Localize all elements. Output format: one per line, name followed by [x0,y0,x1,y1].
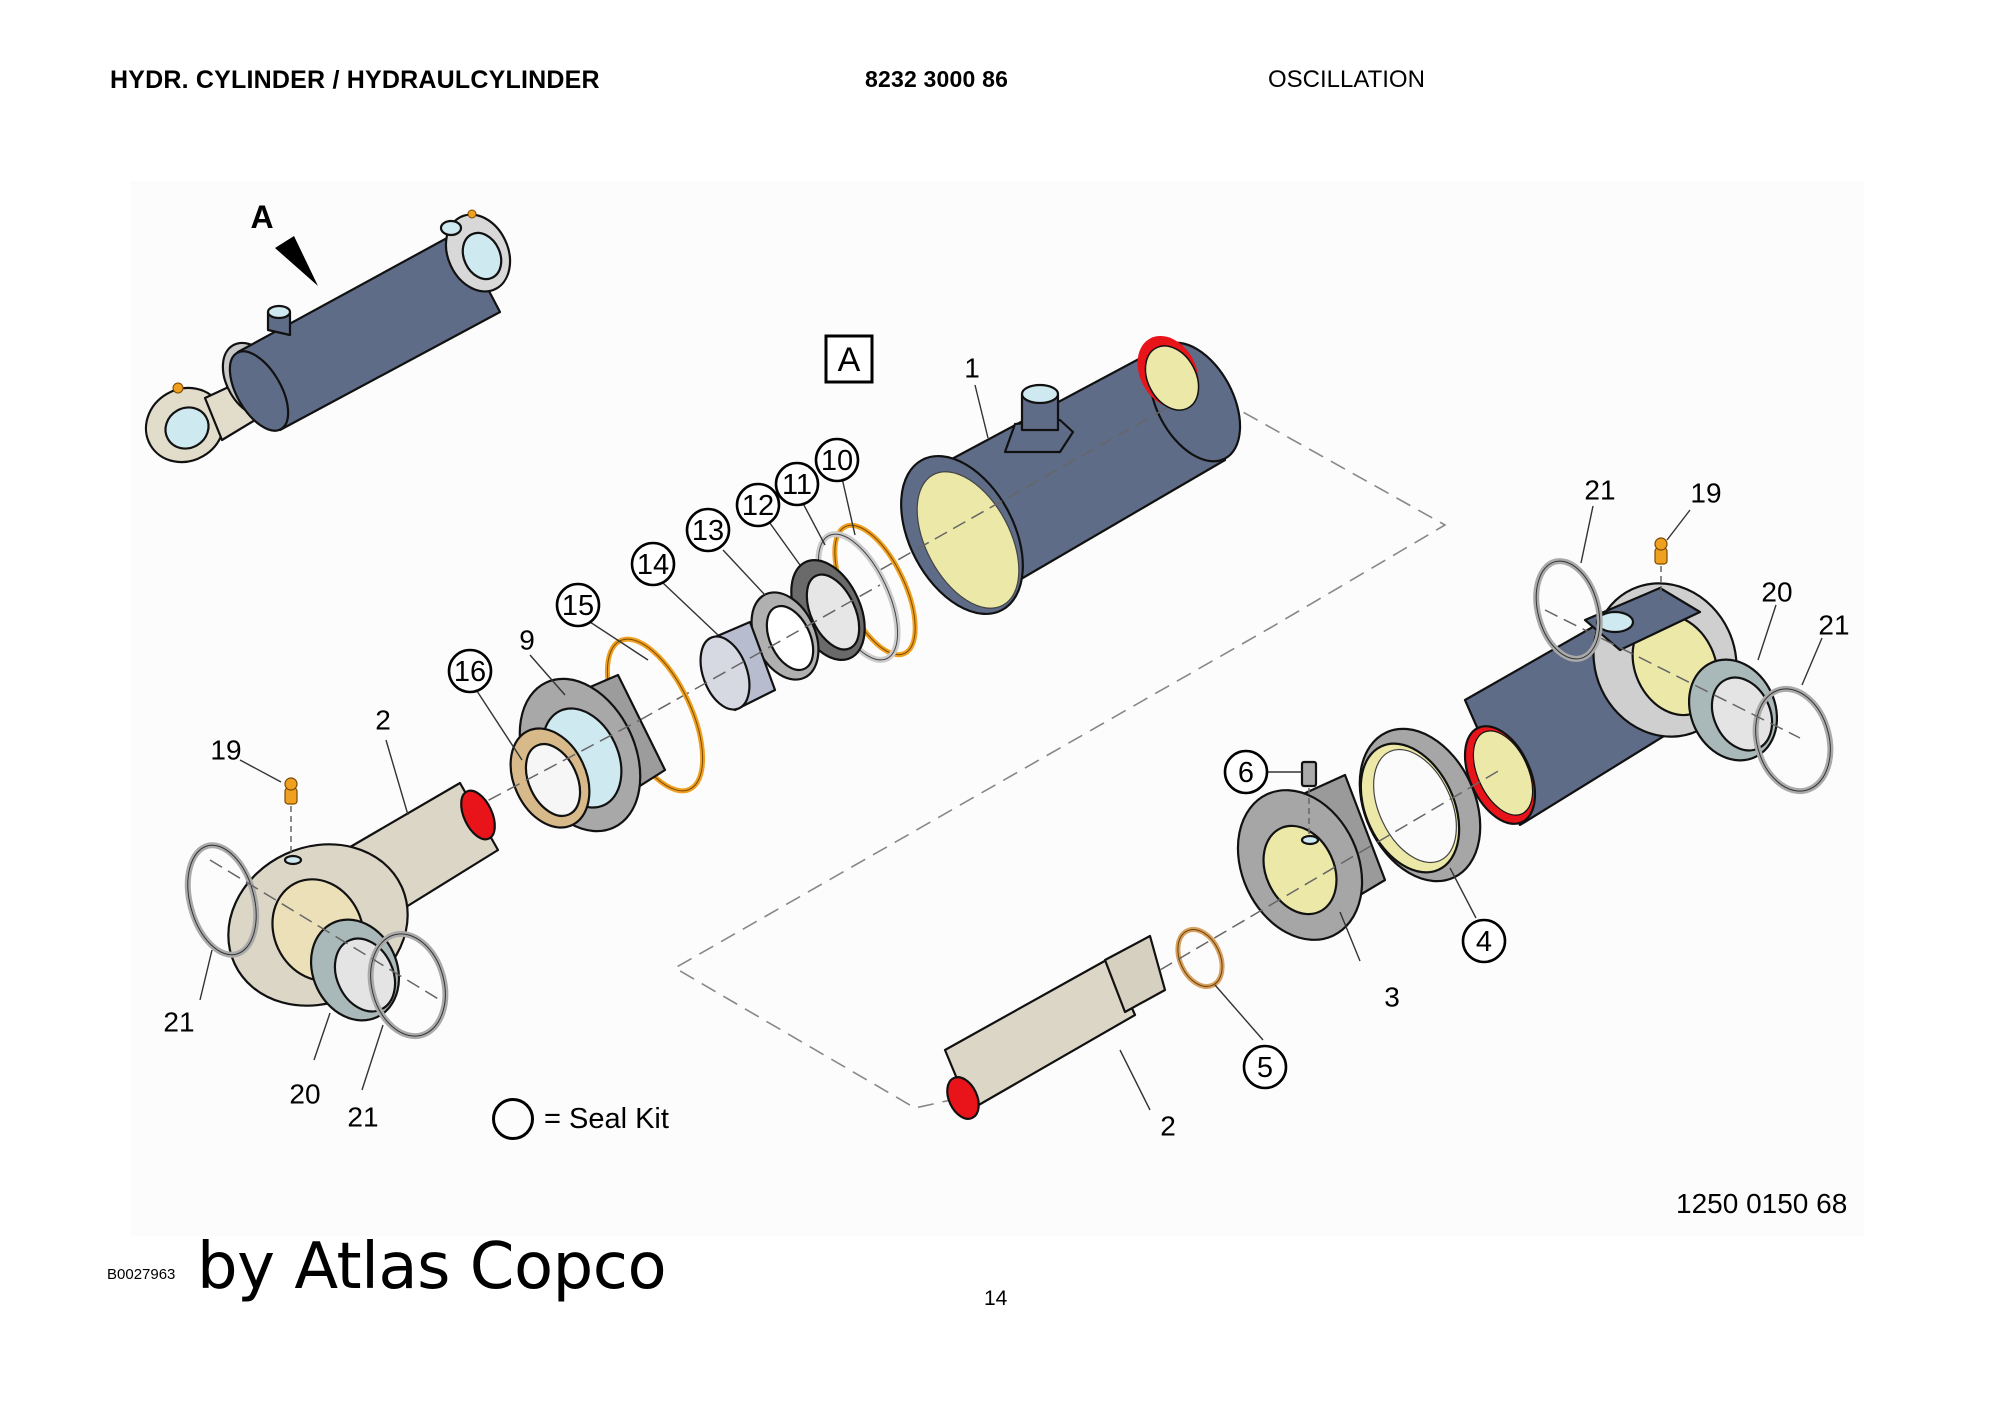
callout-20-left: 20 [289,1079,320,1110]
callout-12: 12 [742,490,774,522]
grease-nipple-icon [172,382,184,394]
seal-kit-circle-icon [492,1098,534,1140]
callout-6: 6 [1238,757,1254,789]
callout-16: 16 [454,656,486,688]
callouts: 1 10 11 12 13 14 15 9 16 2 19 21 20 21 2… [163,353,1849,1142]
view-a-label: A [838,341,861,379]
part-6-set-screw [1300,760,1318,836]
section-name: OSCILLATION [1268,66,1425,93]
seal-kit-legend: = Seal Kit [492,1098,669,1140]
callout-3: 3 [1384,982,1400,1013]
callout-19-right: 19 [1690,478,1721,509]
seal-kit-legend-text: = Seal Kit [544,1102,669,1135]
callout-21-left-b: 21 [347,1102,378,1133]
assembled-cylinder-overview: A [144,199,512,464]
part-19-grease-nipple-left [284,777,298,856]
callout-4: 4 [1476,926,1492,958]
callout-19-left: 19 [210,735,241,766]
callout-11: 11 [782,469,812,501]
document-code: B0027963 [107,1266,176,1283]
leader-lines [199,384,1823,1111]
drawing-number: 1250 0150 68 [1676,1188,1848,1219]
page-number: 14 [984,1287,1008,1310]
callout-2-rod-eye: 2 [375,705,391,736]
callout-20-right: 20 [1761,577,1792,608]
brand-label: by Atlas Copco [197,1230,667,1304]
callout-1: 1 [964,353,980,384]
callout-21-right-a: 21 [1584,475,1615,506]
part-2-piston-rod [943,934,1167,1120]
document-title: HYDR. CYLINDER / HYDRAULCYLINDER [110,66,600,94]
view-arrow-icon [275,236,318,286]
part-number: 8232 3000 86 [865,66,1009,92]
callout-14: 14 [637,549,669,581]
callout-5: 5 [1257,1052,1273,1084]
part-1-cylinder-tube [900,335,1242,616]
callout-10: 10 [821,445,853,477]
callout-9: 9 [519,625,535,656]
callout-13: 13 [692,515,724,547]
part-3-piston [1236,773,1387,941]
part-19-grease-nipple-right [1654,537,1668,600]
assembly-path-dashed [673,387,1447,1109]
part-4-piston-guide [1358,727,1482,883]
callout-15: 15 [562,590,594,622]
callout-21-right-b: 21 [1818,610,1849,641]
callout-21-left-a: 21 [163,1007,194,1038]
view-marker-label: A [250,199,273,235]
view-a-box [824,334,874,384]
callout-2-rod: 2 [1160,1111,1176,1142]
